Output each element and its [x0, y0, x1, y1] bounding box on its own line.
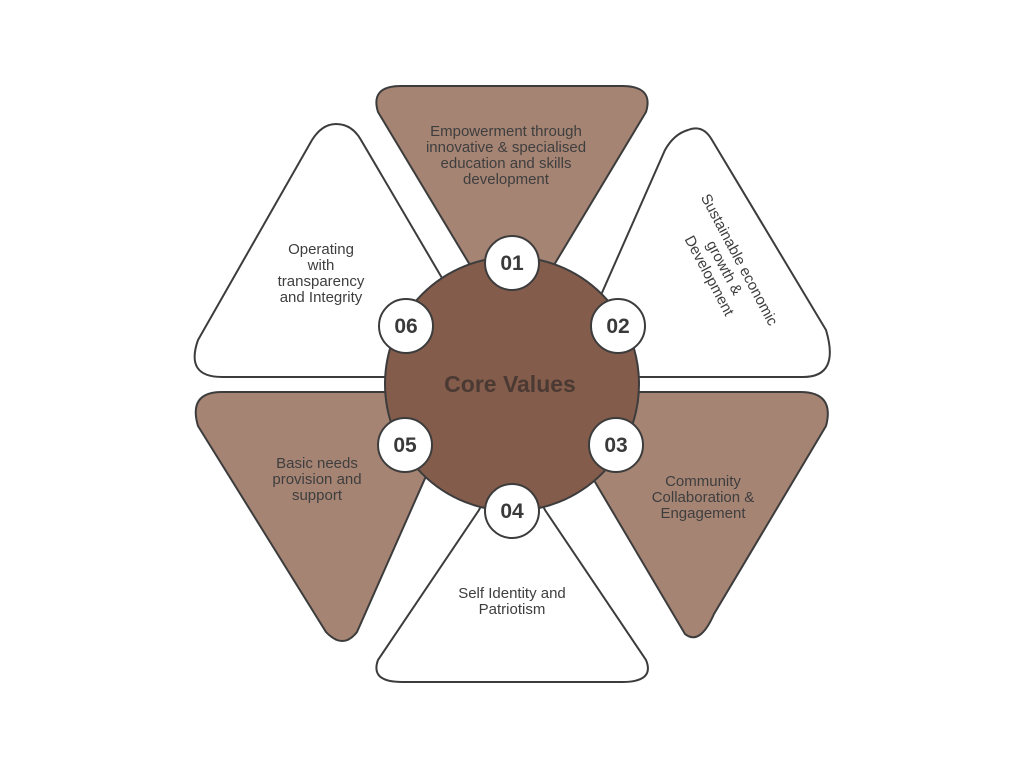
petal-label-line: Patriotism	[479, 601, 546, 618]
petal-label-line: Collaboration &	[652, 489, 755, 506]
petal-label-line: provision and	[272, 471, 361, 488]
number-badge-1: 01	[484, 235, 540, 291]
petal-label-line: innovative & specialised	[426, 139, 586, 156]
badge-circle	[588, 417, 644, 473]
badge-circle	[378, 298, 434, 354]
petal-label-line: Basic needs	[276, 455, 358, 472]
number-badge-2: 02	[590, 298, 646, 354]
badge-circle	[484, 235, 540, 291]
petal-label-line: Community	[665, 473, 741, 490]
petal-label-line: education and skills	[441, 155, 572, 172]
petal-label-line: Operating	[288, 241, 354, 258]
petal-label-line: Empowerment through	[430, 123, 582, 140]
petal-label-line: Engagement	[660, 505, 746, 522]
center-title: Core Values	[444, 371, 576, 397]
petal-label-line: Self Identity and	[458, 585, 566, 602]
badge-number: 04	[500, 500, 524, 523]
number-badge-3: 03	[588, 417, 644, 473]
petal-label-line: and Integrity	[280, 289, 363, 306]
number-badge-4: 04	[484, 483, 540, 539]
center-hub: Core Values	[384, 256, 640, 512]
petal-shape-2	[580, 127, 831, 378]
petal-label-line: support	[292, 487, 343, 504]
badge-number: 01	[500, 252, 524, 275]
badge-number: 02	[606, 315, 629, 338]
badge-number: 03	[604, 434, 627, 457]
number-badge-5: 05	[377, 417, 433, 473]
badge-circle	[484, 483, 540, 539]
badge-circle	[590, 298, 646, 354]
petal-label-line: with	[307, 257, 335, 274]
petal-label-line: transparency	[278, 273, 365, 290]
badges-layer: 01 02 03 04 05 06	[377, 235, 646, 539]
badge-number: 05	[393, 434, 417, 457]
petal-label-line: development	[463, 171, 550, 188]
number-badge-6: 06	[378, 298, 434, 354]
badge-circle	[377, 417, 433, 473]
badge-number: 06	[394, 315, 417, 338]
